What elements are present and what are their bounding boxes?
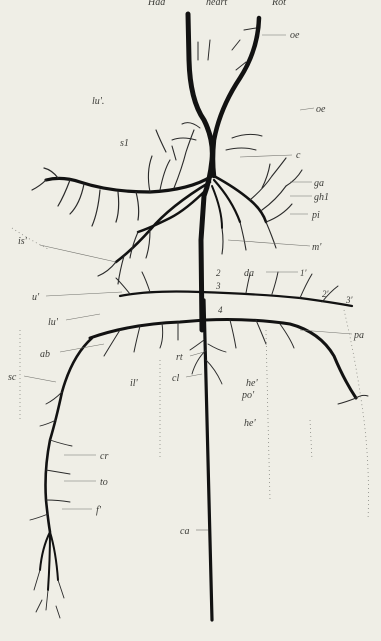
label-u: u' bbox=[32, 292, 40, 303]
main-vessels bbox=[40, 14, 356, 620]
label-oe-top: oe bbox=[290, 30, 300, 41]
label-ca: ca bbox=[180, 526, 189, 537]
left-branch-upper bbox=[46, 176, 212, 192]
label-s1: s1 bbox=[120, 138, 129, 149]
top-label-had: Had bbox=[147, 0, 166, 8]
label-ga: ga bbox=[314, 178, 324, 189]
label-c: c bbox=[296, 150, 301, 161]
leader-lines bbox=[24, 35, 352, 530]
left-branch-inner bbox=[138, 188, 208, 232]
top-label-heart: heart bbox=[206, 0, 227, 8]
label-rt: rt bbox=[176, 352, 183, 363]
left-limb-split bbox=[40, 532, 58, 590]
label-lu-top: lu'. bbox=[92, 96, 104, 107]
label-2p: 2' bbox=[322, 289, 330, 299]
label-cl: cl bbox=[172, 373, 179, 384]
transverse-vessel-3 bbox=[120, 292, 352, 307]
label-pa: pa bbox=[353, 330, 364, 341]
label-1p: 1' bbox=[300, 268, 308, 278]
label-2: 2 bbox=[216, 268, 221, 278]
label-3p: 3' bbox=[345, 295, 354, 305]
top-label-rot: Rot bbox=[271, 0, 286, 8]
right-trunk bbox=[213, 18, 259, 176]
label-sc: sc bbox=[8, 372, 17, 383]
label-he2: he' bbox=[244, 418, 256, 429]
labels: oe lu'. oe s1 c ga gh1 pi m' is' da 1' 2… bbox=[8, 30, 364, 537]
left-limb-vessel bbox=[46, 338, 93, 532]
right-branch-c bbox=[212, 186, 222, 228]
label-m: m' bbox=[312, 242, 322, 253]
dotted-lines bbox=[12, 228, 369, 520]
label-po: po' bbox=[241, 390, 255, 401]
label-oe-mid: oe bbox=[316, 104, 326, 115]
label-lu-mid: lu' bbox=[48, 317, 59, 328]
label-he: he' bbox=[246, 378, 258, 389]
label-pi: pi bbox=[311, 210, 320, 221]
label-to: to bbox=[100, 477, 108, 488]
left-trunk bbox=[188, 14, 212, 330]
caudal-artery bbox=[204, 300, 212, 620]
label-cr: cr bbox=[100, 451, 108, 462]
label-f: f' bbox=[96, 505, 102, 516]
label-4: 4 bbox=[218, 305, 223, 315]
label-gh1: gh1 bbox=[314, 192, 329, 203]
label-ab: ab bbox=[40, 349, 50, 360]
label-il: il' bbox=[130, 378, 139, 389]
label-3: 3 bbox=[215, 281, 221, 291]
label-da: da bbox=[244, 268, 254, 279]
label-is: is' bbox=[18, 236, 28, 247]
